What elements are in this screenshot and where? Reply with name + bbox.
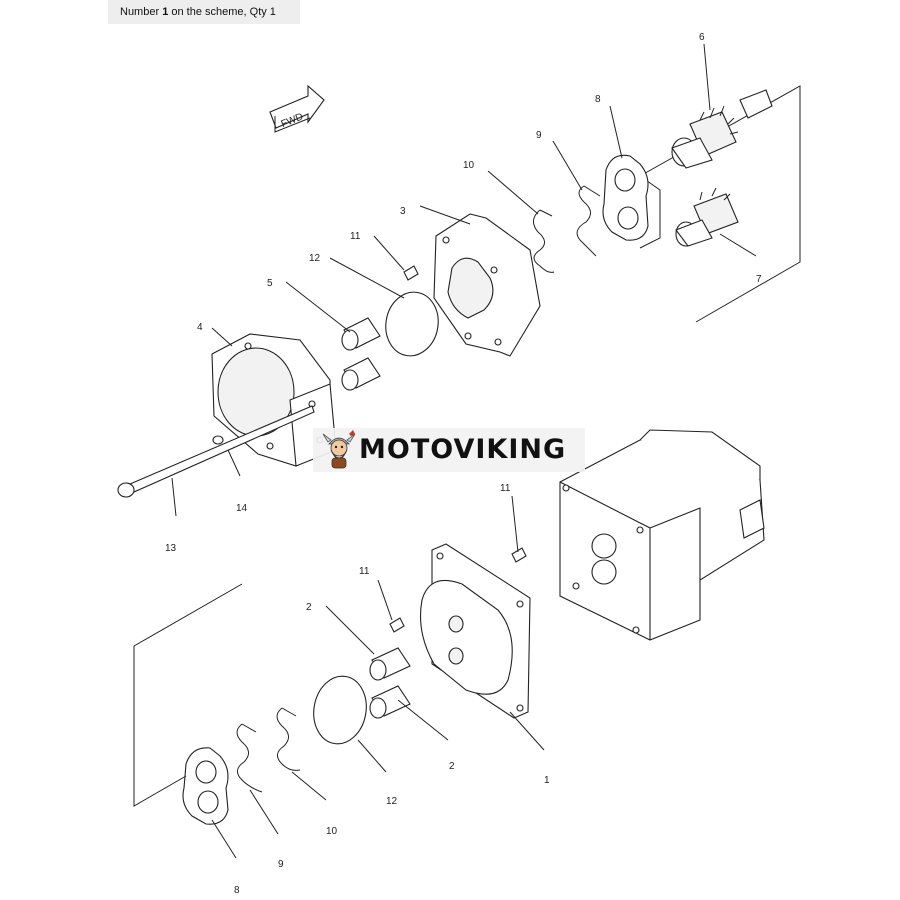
bolt-and-washer	[117, 405, 315, 498]
seal-upper	[576, 185, 601, 257]
callout-11-lower: 11	[359, 566, 370, 577]
assembled-pump	[559, 429, 765, 641]
caption-number: 1	[162, 6, 169, 18]
callout-9-upper: 9	[536, 130, 542, 141]
seal-lower	[236, 723, 263, 793]
bushings	[341, 317, 381, 391]
wear-plate-upper	[602, 154, 649, 241]
callout-14: 14	[236, 503, 248, 514]
backup-ring-upper	[533, 209, 555, 273]
callout-3: 3	[400, 206, 406, 217]
callout-4: 4	[197, 322, 203, 333]
front-cover	[211, 333, 337, 467]
callout-12-upper: 12	[309, 253, 321, 264]
callout-13: 13	[165, 543, 177, 554]
pump-body	[433, 213, 541, 357]
wear-plate-lower	[182, 747, 229, 825]
dowel-pin-upper	[403, 265, 419, 281]
gasket-upper	[385, 291, 439, 357]
brand-watermark: MOTOVIKING	[313, 428, 585, 472]
drive-gear-shaft	[671, 89, 773, 169]
leader-lines	[171, 43, 757, 859]
callout-9-lower: 9	[278, 859, 284, 870]
callout-1: 1	[544, 775, 550, 786]
dowel-pin-lower-a	[511, 547, 527, 563]
viking-mascot-icon	[322, 430, 356, 469]
fwd-arrow: FWD	[269, 84, 325, 133]
gasket-lower	[313, 675, 367, 745]
callout-2-lower: 2	[449, 761, 455, 772]
callout-12-lower: 12	[386, 796, 398, 807]
brand-name: MOTOVIKING	[359, 434, 567, 465]
callout-10-upper: 10	[463, 160, 475, 171]
callout-8-upper: 8	[595, 94, 601, 105]
callout-7: 7	[756, 274, 762, 285]
callout-6: 6	[699, 32, 705, 43]
callout-2-upper: 2	[306, 602, 312, 613]
rear-cover	[419, 543, 531, 719]
callout-labels: 6 8 9 10 3 11 12 5 4 7 14 13 11 11 2 2 1…	[165, 32, 762, 896]
bushings-lower	[369, 647, 411, 719]
callout-11-right: 11	[500, 483, 511, 494]
callout-8-lower: 8	[234, 885, 240, 896]
caption-suffix: on the scheme, Qty 1	[168, 6, 276, 18]
dowel-pin-lower-b	[389, 617, 405, 633]
callout-5: 5	[267, 278, 273, 289]
scheme-caption: Number 1 on the scheme, Qty 1	[108, 0, 300, 24]
backup-ring-lower	[276, 707, 301, 771]
callout-11-upper: 11	[350, 231, 361, 242]
caption-prefix: Number	[120, 6, 163, 18]
callout-10-lower: 10	[326, 826, 338, 837]
driven-gear	[675, 187, 739, 247]
